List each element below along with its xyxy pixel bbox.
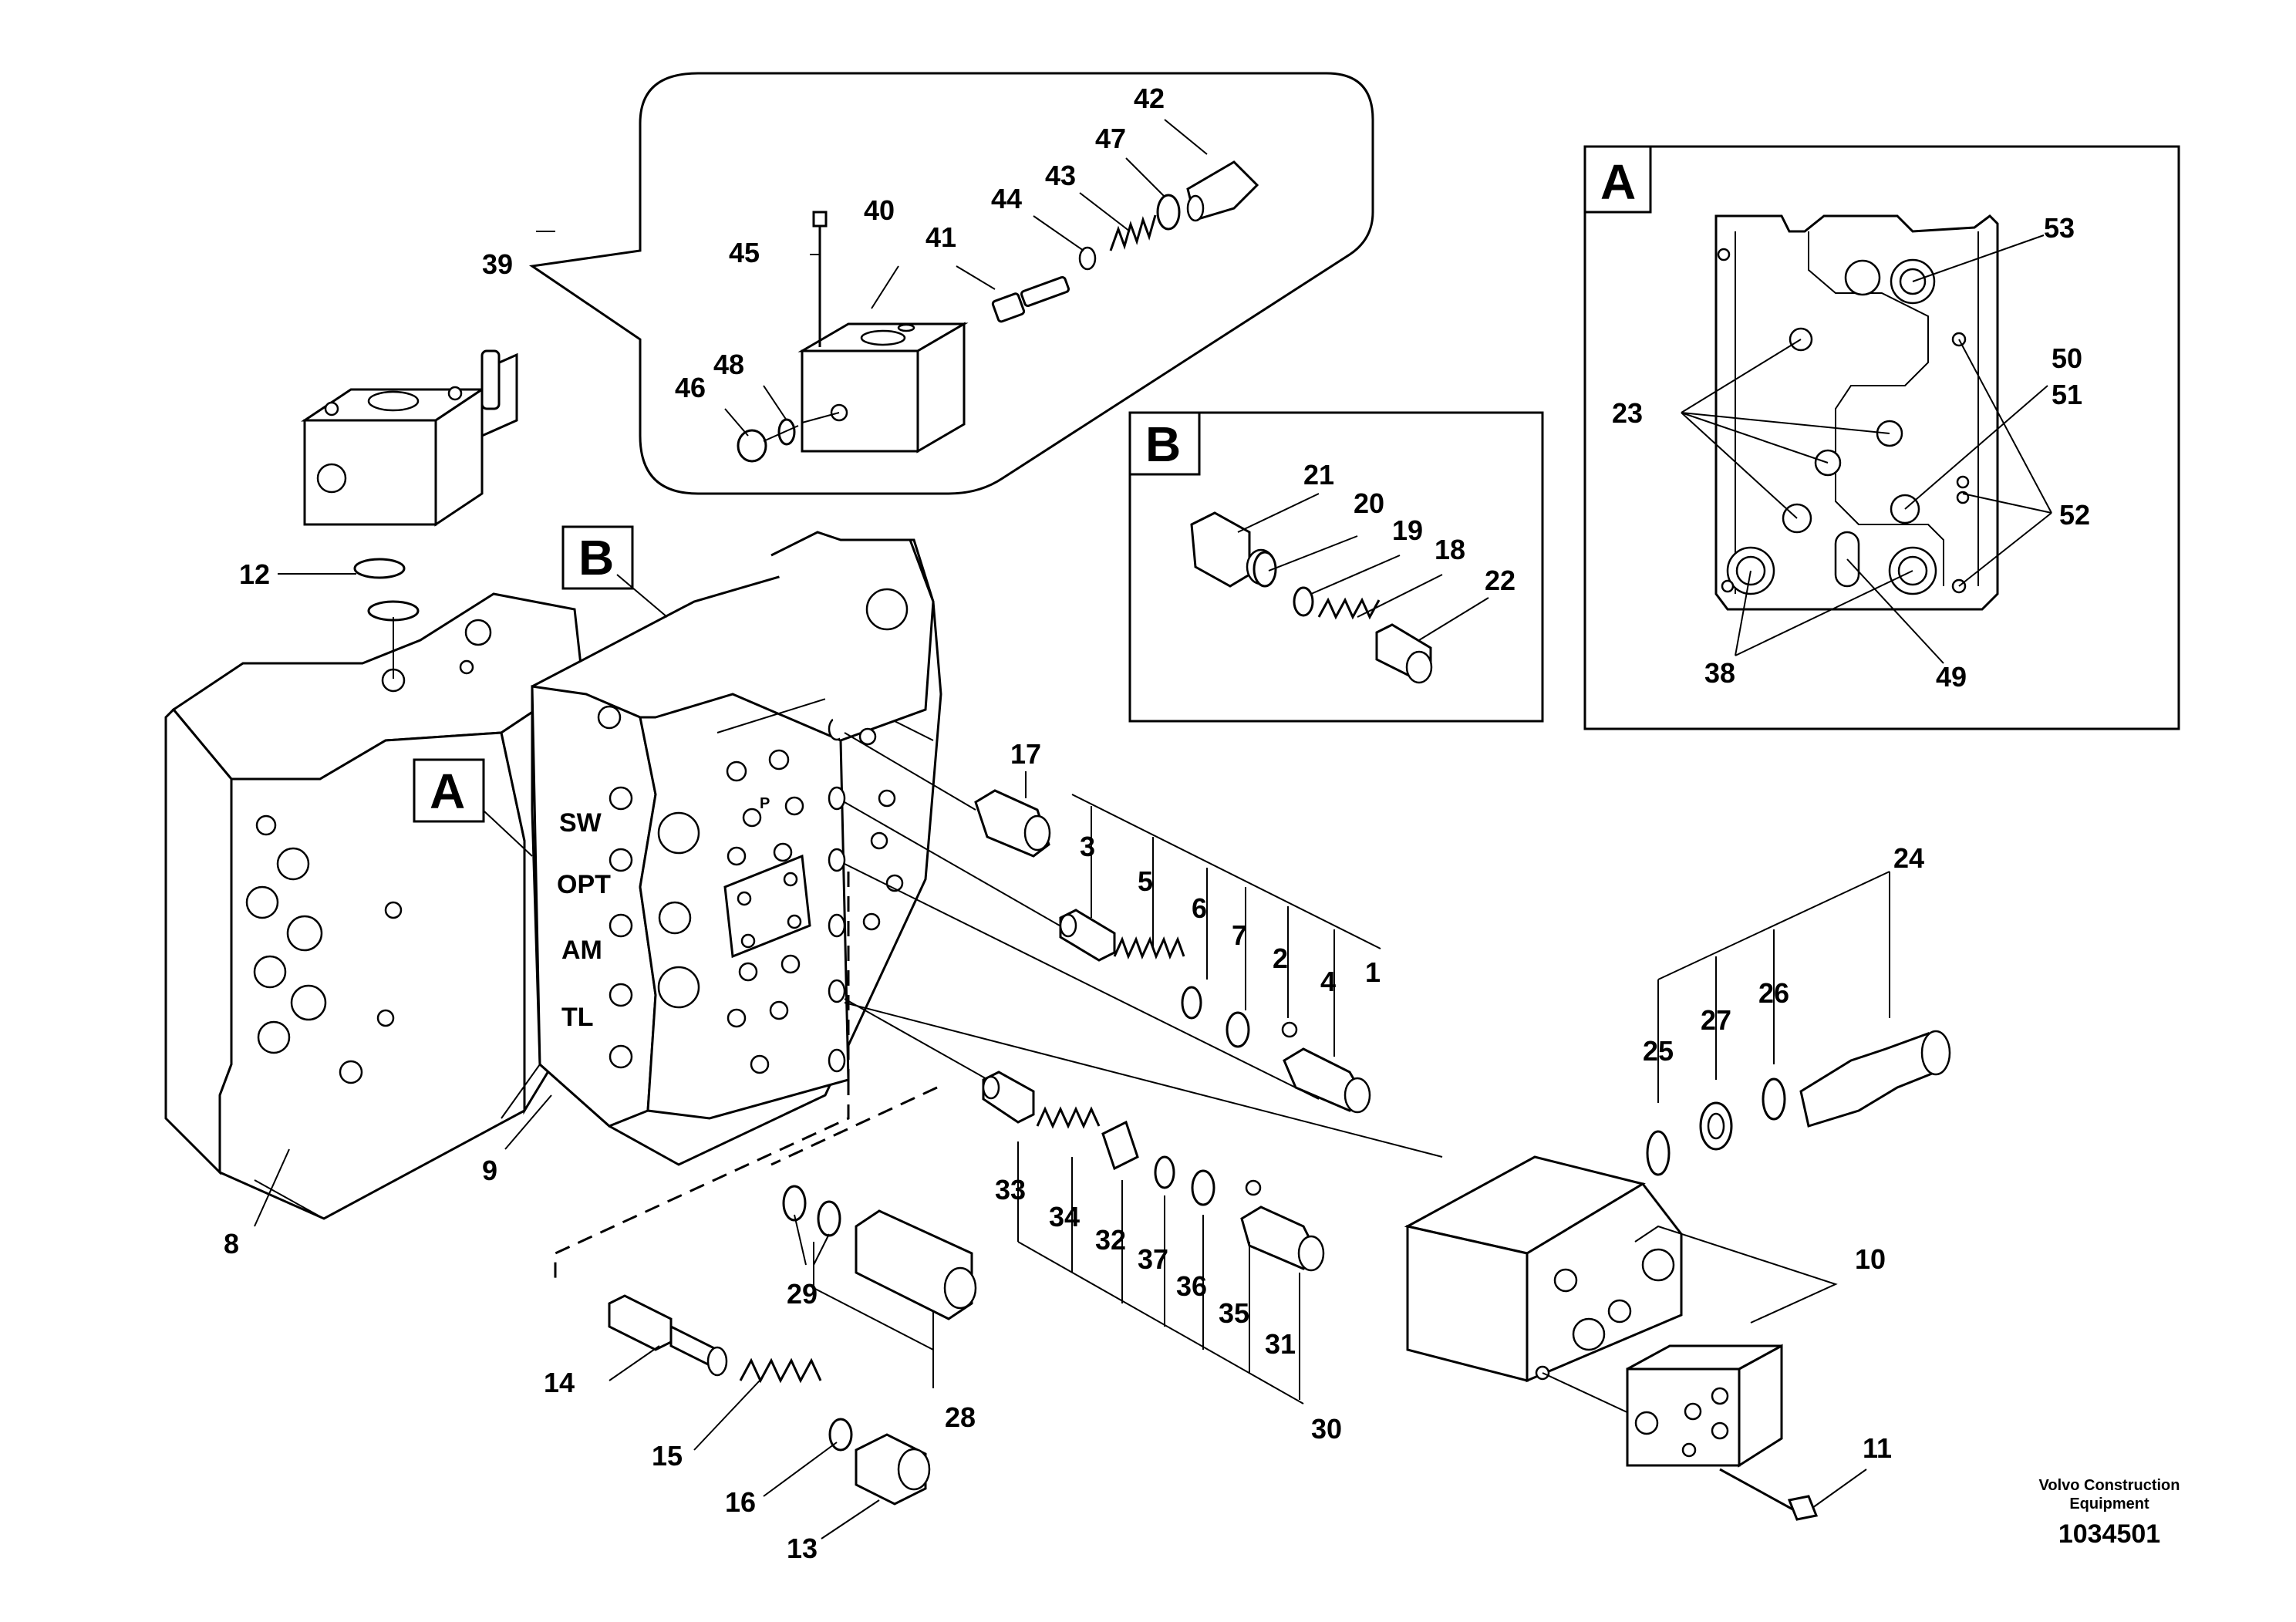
- callout-17: 17: [1010, 738, 1041, 770]
- callout-26: 26: [1758, 977, 1789, 1009]
- callout-9: 9: [482, 1155, 497, 1186]
- callout-6: 6: [1192, 892, 1207, 924]
- inset-solenoid-detail: [528, 72, 1374, 495]
- callout-29: 29: [787, 1278, 818, 1310]
- callout-30: 30: [1311, 1413, 1342, 1445]
- callout-24: 24: [1893, 842, 1924, 874]
- callout-32: 32: [1095, 1224, 1126, 1256]
- detail-marker-a-main: A: [413, 758, 485, 823]
- callout-12: 12: [239, 558, 270, 590]
- detail-a-title: A: [1600, 154, 1636, 210]
- callout-52: 52: [2059, 499, 2090, 531]
- detail-b-box: [1128, 411, 1544, 723]
- callout-7: 7: [1232, 919, 1247, 951]
- callout-43: 43: [1045, 160, 1076, 191]
- callout-27: 27: [1701, 1004, 1731, 1036]
- callout-31: 31: [1265, 1328, 1296, 1360]
- detail-marker-b-main: B: [561, 525, 634, 590]
- marker-b-label: B: [578, 530, 614, 585]
- callout-47: 47: [1095, 123, 1126, 154]
- callout-25: 25: [1643, 1035, 1674, 1067]
- callout-14: 14: [544, 1367, 575, 1398]
- company-line-1: Volvo Construction: [2039, 1477, 2180, 1494]
- callout-21: 21: [1303, 459, 1334, 491]
- detail-b-title: B: [1145, 416, 1181, 472]
- callout-50: 50: [2052, 342, 2082, 374]
- port-label-p: P: [760, 795, 770, 812]
- callout-45: 45: [729, 237, 760, 268]
- end-block-10: [1404, 1030, 1951, 1521]
- callout-15: 15: [652, 1440, 683, 1472]
- callout-19: 19: [1392, 514, 1423, 546]
- pilot-assembly-lower: [554, 872, 977, 1506]
- callout-33: 33: [995, 1174, 1026, 1206]
- callout-40: 40: [864, 194, 895, 226]
- solenoid-valve-39: [301, 349, 518, 527]
- callout-labels: 1 2 3 4 5 6 7 8 9 10 11 12 13 14 15 16 1…: [224, 83, 2090, 1564]
- callout-leaders: [254, 119, 1890, 1539]
- spool-assembly-1: [844, 732, 1443, 1158]
- callout-42: 42: [1134, 83, 1165, 114]
- footer: Volvo Construction Equipment 1034501: [2039, 1477, 2180, 1549]
- callout-2: 2: [1273, 943, 1288, 974]
- callout-41: 41: [925, 221, 956, 253]
- callout-36: 36: [1176, 1270, 1207, 1302]
- callout-46: 46: [675, 372, 706, 403]
- callout-18: 18: [1435, 534, 1465, 565]
- callout-51: 51: [2052, 379, 2082, 410]
- port-label-tl: TL: [561, 1003, 594, 1032]
- callout-37: 37: [1138, 1243, 1168, 1275]
- document-number: 1034501: [2058, 1519, 2160, 1549]
- spool-assembly-30: [982, 1071, 1325, 1272]
- callout-53: 53: [2044, 212, 2075, 244]
- callout-23: 23: [1612, 397, 1643, 429]
- callout-49: 49: [1936, 661, 1967, 693]
- callout-48: 48: [713, 349, 744, 380]
- callout-1: 1: [1365, 956, 1381, 988]
- valve-section-8: [164, 592, 592, 1220]
- callout-5: 5: [1138, 865, 1153, 897]
- callout-4: 4: [1320, 966, 1336, 997]
- callout-13: 13: [787, 1533, 818, 1564]
- callout-28: 28: [945, 1401, 976, 1433]
- callout-20: 20: [1354, 487, 1384, 519]
- callout-35: 35: [1219, 1297, 1249, 1329]
- callout-16: 16: [725, 1486, 756, 1518]
- callout-10: 10: [1855, 1243, 1886, 1275]
- port-label-opt: OPT: [557, 870, 611, 899]
- company-line-2: Equipment: [2069, 1496, 2149, 1512]
- callout-38: 38: [1704, 657, 1735, 689]
- o-ring-12: [353, 558, 406, 579]
- callout-34: 34: [1049, 1201, 1080, 1233]
- callout-8: 8: [224, 1228, 239, 1259]
- callout-44: 44: [991, 183, 1022, 214]
- callout-11: 11: [1863, 1432, 1892, 1464]
- detail-a-box: [1583, 145, 2180, 730]
- callout-3: 3: [1080, 831, 1095, 862]
- port-label-sw: SW: [559, 808, 602, 838]
- callout-22: 22: [1485, 565, 1515, 596]
- valve-section-9: SW OPT AM TL P: [501, 531, 942, 1166]
- callout-39: 39: [482, 248, 513, 280]
- marker-a-label: A: [430, 764, 465, 819]
- port-label-am: AM: [561, 936, 602, 965]
